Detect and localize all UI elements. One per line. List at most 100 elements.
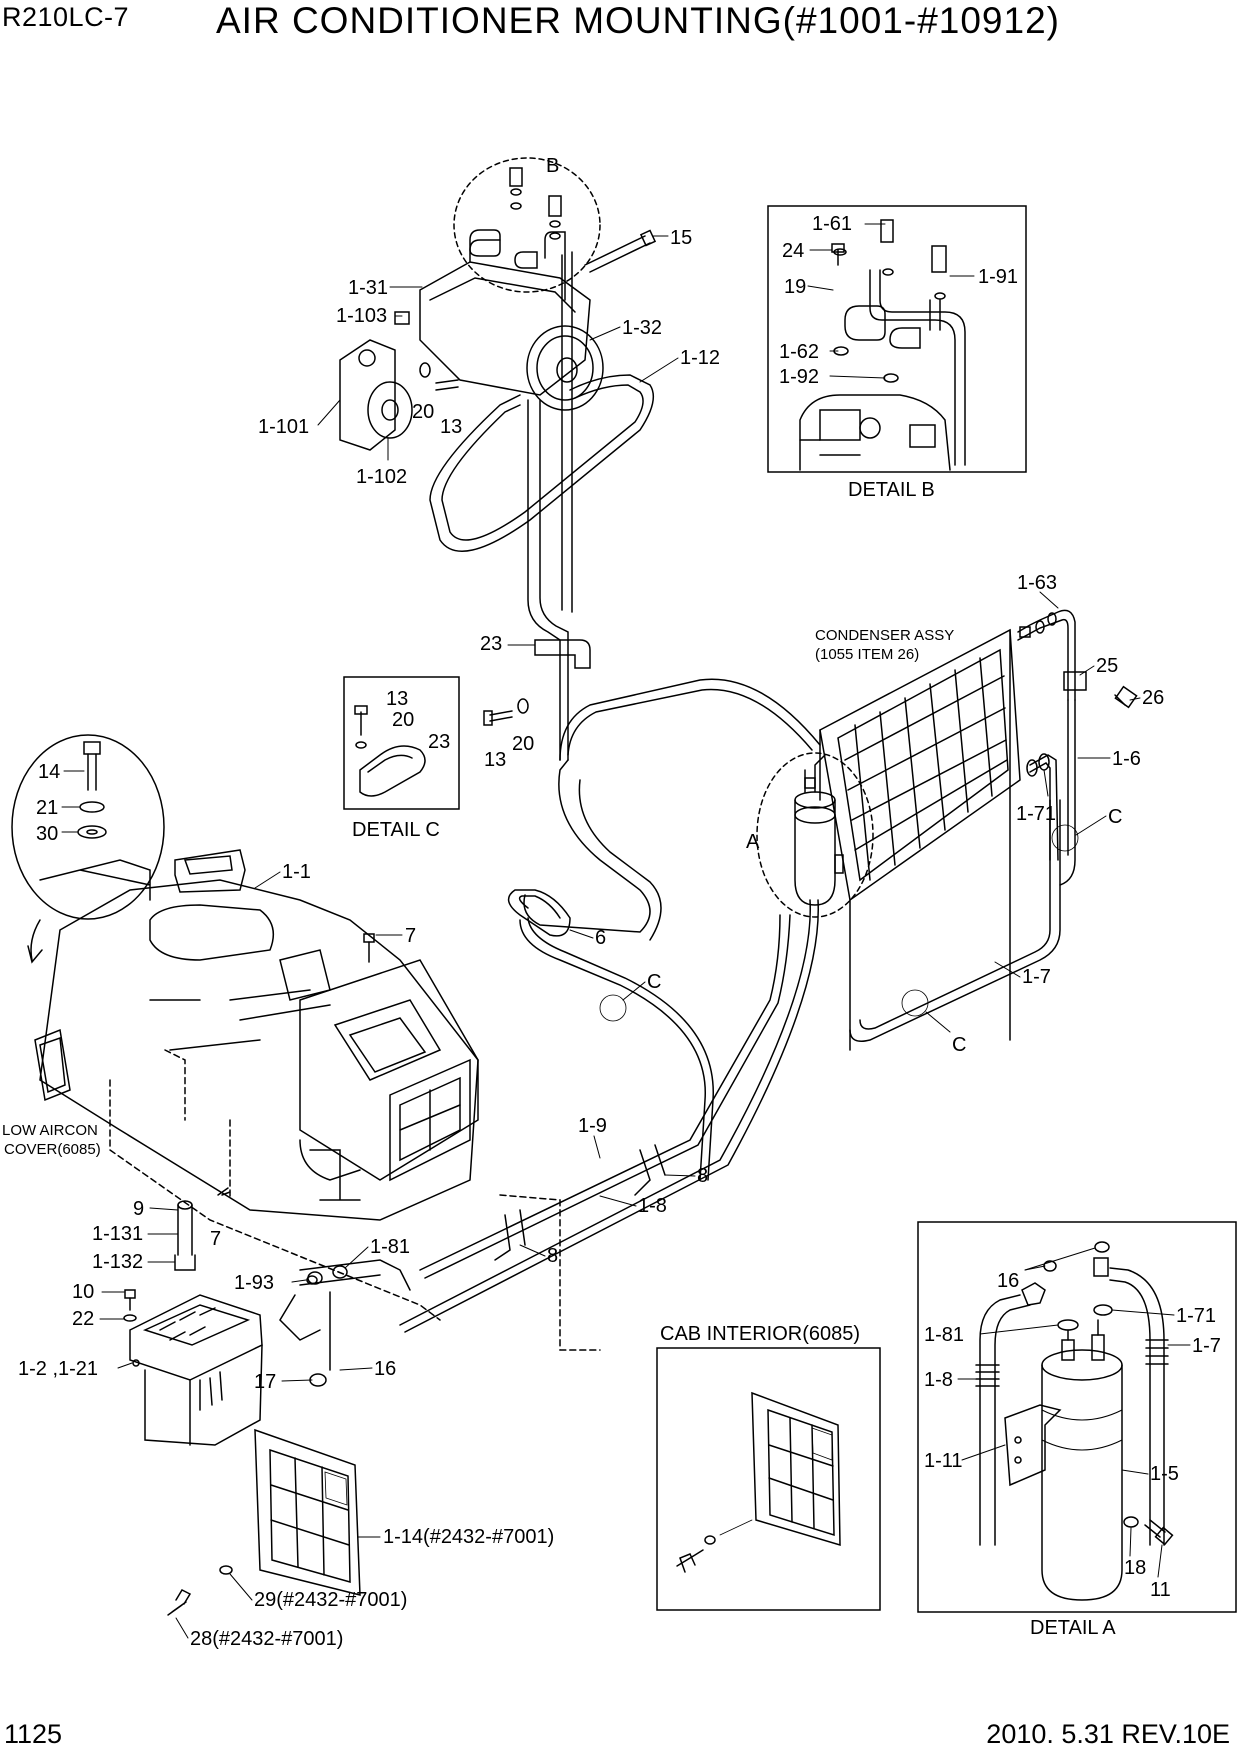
detail-b-caption: DETAIL B (848, 479, 935, 501)
label-1-7: 1-7 (1022, 966, 1051, 988)
controller-unit (123, 1289, 263, 1446)
label-1-2-1-21: 1-2 ,1-21 (18, 1358, 98, 1380)
condenser-label-2: (1055 ITEM 26) (815, 646, 919, 663)
intake-leaders (175, 1536, 381, 1639)
detail-a-label-16: 16 (997, 1270, 1019, 1292)
hvac-leaders (147, 871, 403, 1283)
label-13-main: 13 (484, 749, 506, 771)
detail-c-box (343, 676, 460, 810)
detail-c-caption: DETAIL C (352, 819, 440, 841)
label-1-9: 1-9 (578, 1115, 607, 1137)
detail-c-label-13: 13 (386, 688, 408, 710)
label-20-main: 20 (512, 733, 534, 755)
detail-a-label-18: 18 (1124, 1557, 1146, 1579)
compressor-assembly (339, 157, 657, 761)
callout-c-1: C (1108, 806, 1122, 828)
label-1-6: 1-6 (1112, 748, 1141, 770)
label-1-63: 1-63 (1017, 572, 1057, 594)
label-6: 6 (595, 927, 606, 949)
cab-interior-box (656, 1347, 881, 1611)
label-1-102: 1-102 (356, 466, 407, 488)
label-1-131: 1-131 (92, 1223, 143, 1245)
label-1-81-main: 1-81 (370, 1236, 410, 1258)
label-21: 21 (36, 797, 58, 819)
label-16-main: 16 (374, 1358, 396, 1380)
label-19: 19 (784, 276, 806, 298)
refrigerant-lines (399, 678, 821, 1333)
label-1-14: 1-14(#2432-#7001) (383, 1526, 554, 1548)
controller-leaders (99, 1291, 373, 1382)
revision-date: 2010. 5.31 REV.10E (986, 1719, 1230, 1749)
detail-c-label-20: 20 (392, 709, 414, 731)
callout-c-3: C (647, 971, 661, 993)
detail-b-leaders (807, 223, 975, 379)
label-1-93: 1-93 (234, 1272, 274, 1294)
label-8-upper: 8 (697, 1165, 708, 1187)
detail-b-box (767, 205, 1027, 473)
page-title: AIR CONDITIONER MOUNTING(#1001-#10912) (216, 0, 1060, 41)
detail-c-label-23: 23 (428, 731, 450, 753)
detail-a-label-1-11: 1-11 (924, 1450, 963, 1472)
label-13-top: 13 (440, 416, 462, 438)
label-1-62: 1-62 (779, 341, 819, 363)
label-1-61: 1-61 (812, 213, 852, 235)
label-7-upper: 7 (405, 925, 416, 947)
section-markers-c (599, 824, 1079, 1022)
detail-a-caption: DETAIL A (1030, 1617, 1116, 1639)
page-number: 1125 (4, 1719, 63, 1749)
label-1-32: 1-32 (622, 317, 662, 339)
detail-a-label-1-81: 1-81 (924, 1324, 964, 1346)
label-1-91: 1-91 (978, 266, 1018, 288)
label-15: 15 (670, 227, 692, 249)
detail-a-label-1-8: 1-8 (924, 1369, 953, 1391)
label-24: 24 (782, 240, 804, 262)
detail-a-label-11: 11 (1150, 1579, 1171, 1601)
detail-a-label-1-71: 1-71 (1176, 1305, 1216, 1327)
compressor-leaders (317, 235, 679, 461)
low-aircon-label-1: LOW AIRCON (2, 1122, 98, 1139)
hvac-unit (34, 849, 601, 1387)
bolt-detail-circle (11, 734, 165, 964)
label-7-lower: 7 (210, 1228, 221, 1250)
label-1-132: 1-132 (92, 1251, 143, 1273)
label-1-101: 1-101 (258, 416, 309, 438)
label-23-main: 23 (480, 633, 502, 655)
detail-a-leaders (957, 1247, 1191, 1578)
detail-a-label-1-5: 1-5 (1150, 1463, 1179, 1485)
label-25: 25 (1096, 655, 1118, 677)
belt-6 (507, 889, 571, 937)
label-1-12: 1-12 (680, 347, 720, 369)
label-1-31: 1-31 (348, 277, 388, 299)
label-26: 26 (1142, 687, 1164, 709)
cab-interior-caption: CAB INTERIOR(6085) (660, 1323, 860, 1345)
label-1-1: 1-1 (282, 861, 311, 883)
label-29: 29(#2432-#7001) (254, 1589, 407, 1611)
detail-a-label-1-7: 1-7 (1192, 1335, 1221, 1357)
label-28: 28(#2432-#7001) (190, 1628, 343, 1650)
label-1-8: 1-8 (638, 1195, 667, 1217)
label-20-top: 20 (412, 401, 434, 423)
label-8-lower: 8 (547, 1245, 558, 1267)
callout-a: A (746, 831, 760, 853)
low-aircon-label-2: COVER(6085) (4, 1141, 101, 1158)
model-code: R210LC-7 (2, 2, 130, 32)
label-17: 17 (254, 1371, 276, 1393)
label-30: 30 (36, 823, 58, 845)
callout-b: B (546, 155, 559, 177)
label-1-71-main: 1-71 (1016, 803, 1056, 825)
condenser-leaders (507, 591, 1141, 1033)
line-leaders (519, 929, 1021, 1257)
detail-a-box (917, 1221, 1237, 1613)
label-1-92: 1-92 (779, 366, 819, 388)
condenser-assembly (483, 609, 1138, 1051)
label-14: 14 (38, 761, 60, 783)
bolt-detail-leaders (61, 770, 85, 833)
label-1-103: 1-103 (336, 305, 387, 327)
callout-c-2: C (952, 1034, 966, 1056)
label-22: 22 (72, 1308, 94, 1330)
label-9: 9 (133, 1198, 144, 1220)
intake-cover (167, 1428, 361, 1616)
condenser-label-1: CONDENSER ASSY (815, 627, 954, 644)
label-10: 10 (72, 1281, 94, 1303)
